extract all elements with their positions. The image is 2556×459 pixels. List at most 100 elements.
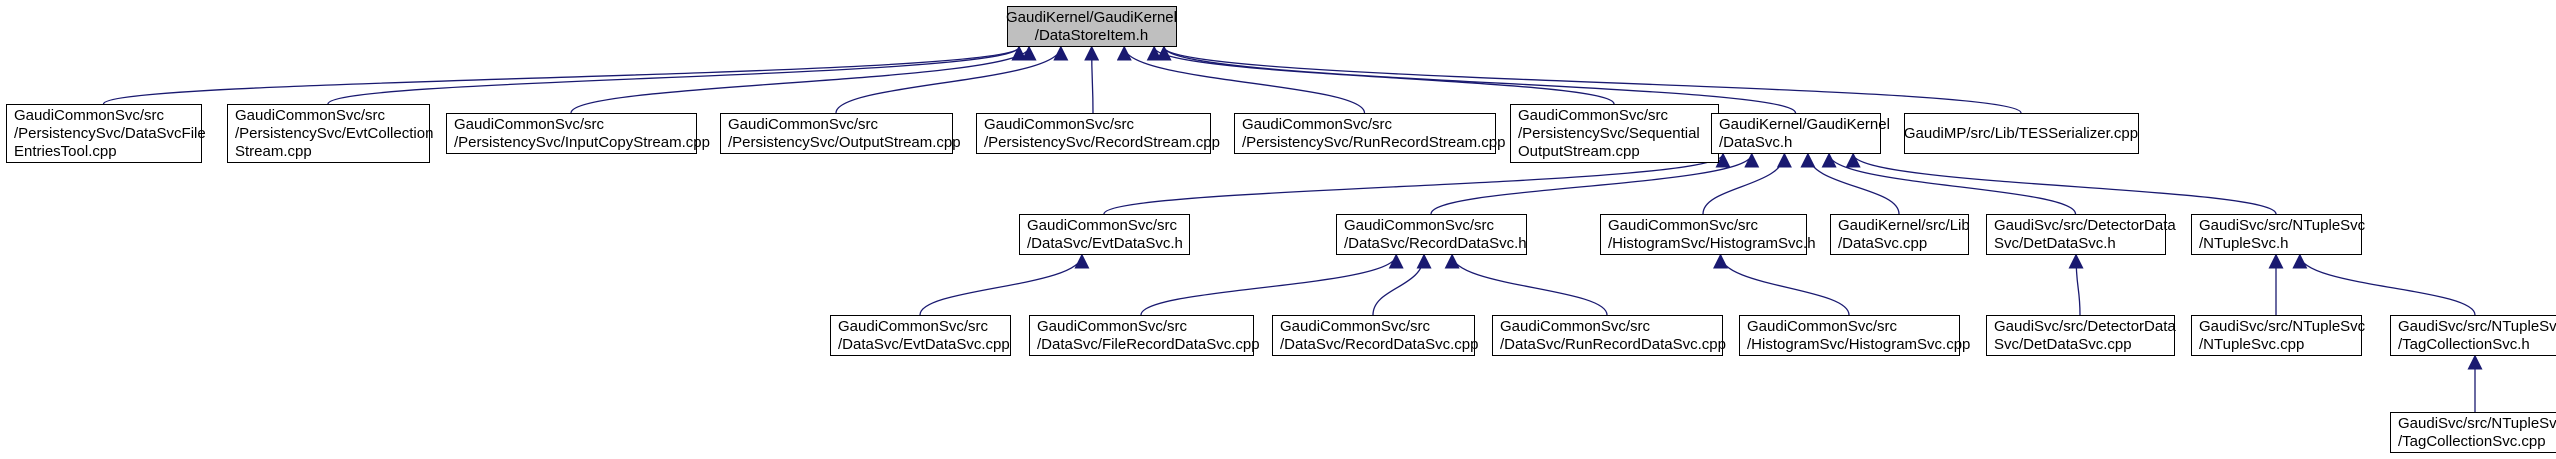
edge-datasvcfileentriestool-to-datastoreitem: [102, 45, 1027, 105]
node-tesserializer[interactable]: GaudiMP/src/Lib/TESSerializer.cpp: [1904, 113, 2139, 154]
edges-layer: [102, 45, 2483, 412]
node-ntuplesvc-h[interactable]: GaudiSvc/src/NTupleSvc/NTupleSvc.h: [2191, 214, 2366, 255]
node-label-line: GaudiCommonSvc/src: [1518, 107, 1669, 124]
edge-sequentialoutputstream-to-datastoreitem: [1146, 45, 1615, 105]
node-histogramsvc-h[interactable]: GaudiCommonSvc/src/HistogramSvc/Histogra…: [1600, 214, 1816, 255]
node-outputstream[interactable]: GaudiCommonSvc/src/PersistencySvc/Output…: [720, 113, 961, 154]
node-runrecorddatasvc-cpp[interactable]: GaudiCommonSvc/src/DataSvc/RunRecordData…: [1492, 315, 1726, 356]
edge-evtdatasvc-cpp-to-evtdatasvc-h: [919, 253, 1090, 316]
edge-recordstream-to-datastoreitem: [1084, 45, 1100, 114]
edge-filerecorddatasvc-cpp-to-recorddatasvc-h: [1140, 253, 1404, 316]
node-label-line: /DataSvc/EvtDataSvc.h: [1027, 235, 1183, 252]
edge-outputstream-to-datastoreitem: [835, 45, 1069, 114]
node-label-line: GaudiCommonSvc/src: [454, 116, 605, 133]
node-label-line: /DataSvc/RecordDataSvc.h: [1344, 235, 1527, 252]
edge-evtdatasvc-h-to-datasvc-h: [1103, 152, 1731, 215]
node-label-line: GaudiCommonSvc/src: [14, 107, 165, 124]
node-label-line: /PersistencySvc/DataSvcFile: [14, 125, 206, 142]
node-label-line: GaudiSvc/src/NTupleSvc: [2199, 217, 2366, 234]
node-box: [1336, 214, 1527, 255]
node-label-line: /DataSvc/EvtDataSvc.cpp: [838, 336, 1010, 353]
node-label-line: GaudiSvc/src/DetectorData: [1994, 318, 2176, 335]
node-label-line: /HistogramSvc/HistogramSvc.h: [1608, 235, 1816, 252]
node-box: [1510, 104, 1719, 163]
node-tagcollectionsvc-h[interactable]: GaudiSvc/src/NTupleSvc/TagCollectionSvc.…: [2390, 315, 2556, 356]
node-box: [1830, 214, 1969, 255]
node-label-line: /PersistencySvc/RecordStream.cpp: [984, 134, 1220, 151]
node-label-line: /TagCollectionSvc.cpp: [2398, 433, 2546, 450]
node-recorddatasvc-cpp[interactable]: GaudiCommonSvc/src/DataSvc/RecordDataSvc…: [1272, 315, 1479, 356]
node-inputcopystream[interactable]: GaudiCommonSvc/src/PersistencySvc/InputC…: [446, 113, 710, 154]
node-datastoreitem[interactable]: GaudiKernel/GaudiKernel/DataStoreItem.h: [1006, 6, 1177, 47]
node-evtdatasvc-cpp[interactable]: GaudiCommonSvc/src/DataSvc/EvtDataSvc.cp…: [830, 315, 1011, 356]
node-label-line: /DataSvc/FileRecordDataSvc.cpp: [1037, 336, 1260, 353]
node-box: [2390, 412, 2556, 453]
node-detdatasvc-h[interactable]: GaudiSvc/src/DetectorDataSvc/DetDataSvc.…: [1986, 214, 2177, 255]
node-label-line: GaudiCommonSvc/src: [1027, 217, 1178, 234]
node-histogramsvc-cpp[interactable]: GaudiCommonSvc/src/HistogramSvc/Histogra…: [1739, 315, 1971, 356]
node-box: [1986, 315, 2175, 356]
node-box: [2191, 315, 2362, 356]
node-filerecorddatasvc-cpp[interactable]: GaudiCommonSvc/src/DataSvc/FileRecordDat…: [1029, 315, 1260, 356]
node-label-line: Svc/DetDataSvc.h: [1994, 235, 2116, 252]
edge-detdatasvc-cpp-to-detdatasvc-h: [2068, 253, 2084, 316]
node-evtdatasvc-h[interactable]: GaudiCommonSvc/src/DataSvc/EvtDataSvc.h: [1019, 214, 1190, 255]
node-label-line: OutputStream.cpp: [1518, 143, 1640, 160]
edge-recorddatasvc-cpp-to-recorddatasvc-h: [1372, 253, 1432, 316]
node-datasvcfileentriestool[interactable]: GaudiCommonSvc/src/PersistencySvc/DataSv…: [6, 104, 206, 163]
node-detdatasvc-cpp[interactable]: GaudiSvc/src/DetectorDataSvc/DetDataSvc.…: [1986, 315, 2177, 356]
node-label-line: /NTupleSvc.cpp: [2199, 336, 2304, 353]
edge-detdatasvc-h-to-datasvc-h: [1821, 152, 2077, 215]
node-box: [1986, 214, 2166, 255]
edge-ntuplesvc-h-to-datasvc-h: [1845, 152, 2277, 215]
node-label-line: /PersistencySvc/Sequential: [1518, 125, 1700, 142]
edge-histogramsvc-cpp-to-histogramsvc-h: [1713, 253, 1850, 316]
node-label-line: /DataSvc.cpp: [1838, 235, 1927, 252]
node-box: [6, 104, 202, 163]
node-evtcollectionstream[interactable]: GaudiCommonSvc/src/PersistencySvc/EvtCol…: [227, 104, 434, 163]
node-box: [2191, 214, 2362, 255]
node-box: [1029, 315, 1254, 356]
node-box: [2390, 315, 2556, 356]
node-tagcollectionsvc-cpp[interactable]: GaudiSvc/src/NTupleSvc/TagCollectionSvc.…: [2390, 412, 2556, 453]
edge-recorddatasvc-h-to-datasvc-h: [1430, 152, 1760, 215]
nodes-layer: GaudiKernel/GaudiKernel/DataStoreItem.hG…: [6, 6, 2556, 453]
node-ntuplesvc-cpp[interactable]: GaudiSvc/src/NTupleSvc/NTupleSvc.cpp: [2191, 315, 2366, 356]
node-label-line: /PersistencySvc/EvtCollection: [235, 125, 433, 142]
node-label-line: GaudiCommonSvc/src: [838, 318, 989, 335]
node-label-line: /HistogramSvc/HistogramSvc.cpp: [1747, 336, 1970, 353]
node-label-line: /DataStoreItem.h: [1035, 27, 1148, 44]
node-datasvc-cpp[interactable]: GaudiKernel/src/Lib/DataSvc.cpp: [1830, 214, 1970, 255]
edge-datasvc-h-to-datastoreitem: [1156, 45, 1797, 114]
node-box: [1272, 315, 1475, 356]
node-label-line: GaudiKernel/GaudiKernel: [1006, 9, 1177, 26]
node-box: [1739, 315, 1960, 356]
node-box: [1234, 113, 1496, 154]
edge-inputcopystream-to-datastoreitem: [570, 45, 1037, 114]
node-label-line: Svc/DetDataSvc.cpp: [1994, 336, 2132, 353]
node-recorddatasvc-h[interactable]: GaudiCommonSvc/src/DataSvc/RecordDataSvc…: [1336, 214, 1527, 255]
node-recordstream[interactable]: GaudiCommonSvc/src/PersistencySvc/Record…: [976, 113, 1220, 154]
node-label-line: GaudiCommonSvc/src: [984, 116, 1135, 133]
node-label-line: GaudiMP/src/Lib/TESSerializer.cpp: [1904, 125, 2138, 142]
node-label-line: GaudiSvc/src/DetectorData: [1994, 217, 2176, 234]
node-sequentialoutputstream[interactable]: GaudiCommonSvc/src/PersistencySvc/Sequen…: [1510, 104, 1719, 163]
edge-runrecorddatasvc-cpp-to-recorddatasvc-h: [1444, 253, 1608, 316]
node-runrecordstream[interactable]: GaudiCommonSvc/src/PersistencySvc/RunRec…: [1234, 113, 1506, 154]
node-box: [1007, 6, 1177, 47]
node-box: [976, 113, 1211, 154]
node-label-line: GaudiSvc/src/NTupleSvc: [2398, 318, 2556, 335]
edge-evtcollectionstream-to-datastoreitem: [327, 45, 1027, 105]
node-box: [1492, 315, 1723, 356]
edge-tagcollectionsvc-h-to-ntuplesvc-h: [2292, 253, 2476, 316]
node-label-line: GaudiKernel/src/Lib: [1838, 217, 1970, 234]
node-box: [446, 113, 697, 154]
node-label-line: /DataSvc/RunRecordDataSvc.cpp: [1500, 336, 1726, 353]
node-label-line: /TagCollectionSvc.h: [2398, 336, 2530, 353]
node-datasvc-h[interactable]: GaudiKernel/GaudiKernel/DataSvc.h: [1711, 113, 1890, 154]
node-label-line: GaudiCommonSvc/src: [1344, 217, 1495, 234]
edge-runrecordstream-to-datastoreitem: [1116, 45, 1366, 114]
node-label-line: /NTupleSvc.h: [2199, 235, 2288, 252]
node-label-line: /PersistencySvc/OutputStream.cpp: [728, 134, 961, 151]
